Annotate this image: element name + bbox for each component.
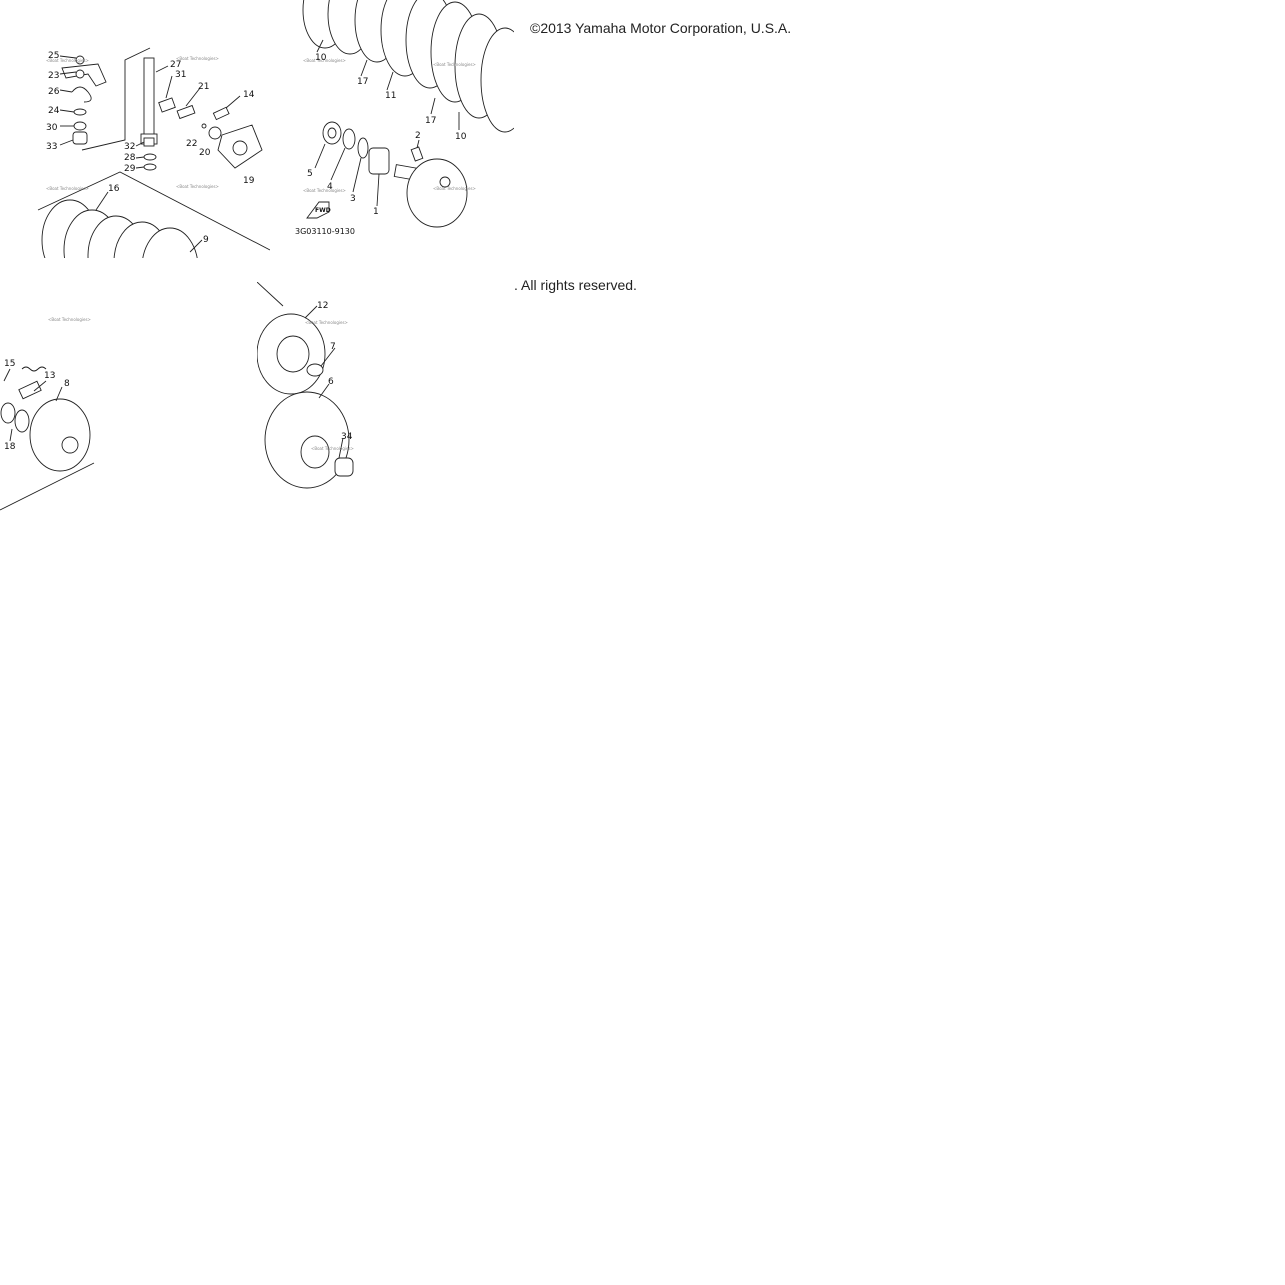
svg-text:<Boat Technologies>: <Boat Technologies> (433, 62, 476, 67)
callout: 18 (4, 442, 16, 452)
gear-1 (368, 147, 390, 175)
pressure-plate-12 (257, 313, 326, 395)
friction-plate-stack (302, 0, 514, 133)
washer-3 (357, 137, 369, 159)
svg-text:<Boat Technologies>: <Boat Technologies> (303, 58, 346, 63)
svg-text:<Boat Technologies>: <Boat Technologies> (311, 446, 354, 451)
spacer-34 (334, 457, 354, 477)
callout: 14 (243, 90, 255, 100)
callout: 32 (124, 142, 135, 152)
clutch-plates-drawing: FWD <Boat Technologies> <Boat Technologi… (295, 0, 514, 236)
watermark: <Boat Technologies> (46, 58, 89, 63)
pressure-plate-cam (217, 124, 263, 169)
svg-text:<Boat Technologies>: <Boat Technologies> (46, 186, 89, 191)
svg-text:<Boat Technologies>: <Boat Technologies> (176, 184, 219, 189)
washer-4 (342, 128, 356, 150)
callout: 29 (124, 164, 136, 174)
clutch-boss-drawing: <Boat Technologies> 15 13 8 18 (0, 317, 95, 511)
callout: 15 (4, 359, 15, 369)
svg-text:<Boat Technologies>: <Boat Technologies> (176, 56, 219, 61)
callout: 5 (307, 169, 313, 179)
clutch-plate-stack (41, 199, 198, 258)
callout: 9 (203, 235, 209, 245)
callout: 19 (243, 176, 255, 186)
svg-text:<Boat Technologies>: <Boat Technologies> (433, 186, 476, 191)
diagram-tile-bottom-left: <Boat Technologies> 15 13 8 18 (0, 285, 100, 515)
callout: 2 (415, 131, 421, 141)
clutch-boss (29, 398, 91, 472)
pin-2 (410, 146, 424, 162)
circlip-7 (306, 363, 324, 377)
callout: 30 (46, 123, 58, 133)
diagram-tile-top-right: FWD <Boat Technologies> <Boat Technologi… (295, 0, 514, 240)
callout: 3 (350, 194, 356, 204)
clutch-spring (21, 366, 47, 372)
svg-text:FWD: FWD (315, 207, 331, 214)
callout: 7 (330, 342, 336, 352)
nut-5 (322, 121, 342, 145)
callout: 33 (46, 142, 57, 152)
clutch-housing-6 (264, 391, 350, 489)
callout: 26 (48, 87, 60, 97)
callout: 17 (357, 77, 368, 87)
shift-shaft (143, 57, 155, 139)
callout: 28 (124, 153, 136, 163)
callout: 11 (385, 91, 396, 101)
shift-shaft-assembly-drawing: <Boat Technologies> <Boat Technologies> … (37, 47, 270, 258)
callout: 13 (44, 371, 55, 381)
callout: 10 (315, 53, 327, 63)
fwd-arrow-icon: FWD (306, 201, 331, 219)
callout: 22 (186, 139, 197, 149)
callout: 25 (48, 51, 59, 61)
callout: 10 (455, 132, 467, 142)
svg-text:<Boat Technologies>: <Boat Technologies> (303, 188, 346, 193)
callout: 27 (170, 60, 181, 70)
callout: 34 (341, 432, 353, 442)
svg-text:<Boat Technologies>: <Boat Technologies> (48, 317, 91, 322)
callout: 31 (175, 70, 186, 80)
callout: 12 (317, 301, 328, 311)
callout: 6 (328, 377, 334, 387)
part-code: 3G03110-9130 (295, 227, 355, 236)
diagram-tile-top-left: <Boat Technologies> <Boat Technologies> … (0, 0, 270, 258)
callout: 8 (64, 379, 70, 389)
copyright-line-1: ©2013 Yamaha Motor Corporation, U.S.A. (530, 20, 792, 36)
callout: 17 (425, 116, 436, 126)
callout: 24 (48, 106, 60, 116)
shaft-bracket-outline (81, 47, 151, 151)
shift-lever (61, 63, 107, 87)
callout: 4 (327, 182, 333, 192)
callout: 23 (48, 71, 59, 81)
callout: 21 (198, 82, 209, 92)
callout: 1 (373, 207, 379, 217)
clutch-housing-drawing: <Boat Technologies> <Boat Technologies> … (257, 282, 354, 489)
callout: 20 (199, 148, 211, 158)
copyright-line-2: . All rights reserved. (514, 277, 637, 293)
svg-text:<Boat Technologies>: <Boat Technologies> (305, 320, 348, 325)
diagram-tile-bottom-right: <Boat Technologies> <Boat Technologies> … (257, 282, 367, 492)
callout: 16 (108, 184, 120, 194)
primary-driven-gear (406, 158, 468, 228)
